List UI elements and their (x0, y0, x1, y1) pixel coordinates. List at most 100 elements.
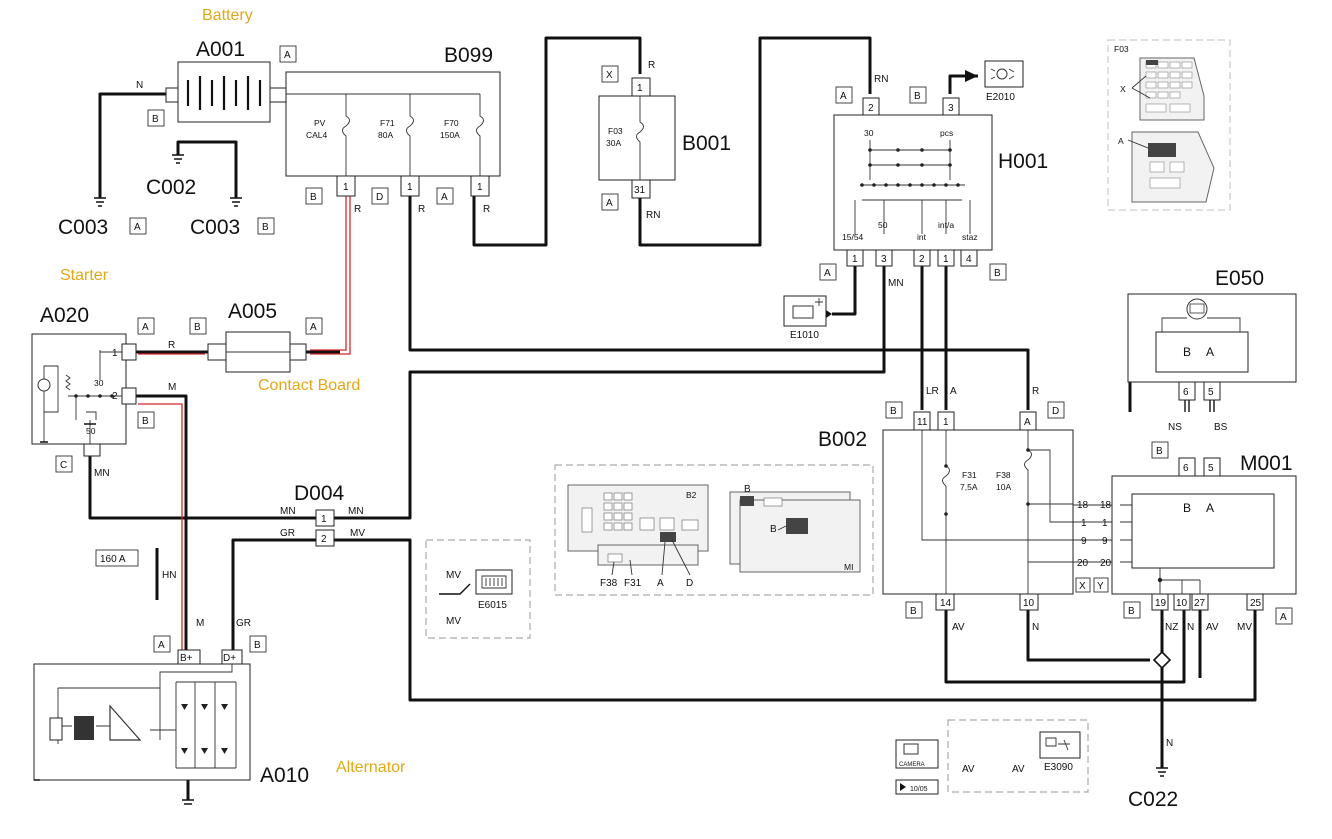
ground-icons (34, 154, 1168, 805)
pin: 1 (943, 417, 949, 428)
label-a005: A005 (228, 300, 277, 323)
pin: 9 (1081, 536, 1087, 547)
tag: B (914, 91, 921, 102)
pin: 20 (1100, 558, 1112, 569)
pin: 1 (477, 182, 483, 193)
pin: 30 (94, 378, 104, 388)
battery-a001 (165, 61, 287, 123)
label-e1010: E1010 (790, 330, 819, 341)
wire-code: N (136, 80, 143, 91)
tag: B (152, 114, 159, 125)
wire-code: AV (1206, 622, 1219, 633)
pin: 2 (321, 534, 327, 545)
inset-b2: B2 (686, 490, 697, 500)
camera-icon (895, 739, 939, 795)
pin: 18 (1100, 500, 1112, 511)
pin: 20 (1077, 558, 1089, 569)
pin: 50 (86, 426, 96, 436)
pin: 1 (852, 254, 858, 265)
tag: A (158, 640, 165, 651)
inset-f31: F31 (624, 578, 642, 589)
relay-t30: 30 (864, 128, 874, 138)
pin: B+ (180, 653, 193, 664)
pin: 1 (407, 182, 413, 193)
wire-code: R (1032, 386, 1039, 397)
pin: 14 (940, 598, 952, 609)
wire-code: NZ (1165, 622, 1178, 633)
inset-f38: F38 (600, 578, 618, 589)
wire-code: MV (1237, 622, 1252, 633)
fuse-f03: F03 (608, 126, 623, 136)
pin: 27 (1194, 598, 1206, 609)
fuse-f71: F71 (380, 118, 395, 128)
label-b099: B099 (444, 44, 493, 67)
pin: B (1183, 345, 1191, 359)
wire-code: HN (162, 570, 176, 581)
inset-a: A (657, 578, 664, 589)
relay-t1554: 15/54 (842, 232, 864, 242)
label-a020: A020 (40, 304, 89, 327)
tag: B (1128, 606, 1135, 617)
wire-code: M (196, 618, 204, 629)
pin: 2 (868, 103, 874, 114)
fuse-f71-amp: 80A (378, 130, 393, 140)
tag: B (910, 606, 917, 617)
fuse-f70: F70 (444, 118, 459, 128)
tag: B (142, 416, 149, 427)
wire-code: R (168, 340, 175, 351)
relay-int: int (917, 232, 927, 242)
label-b002: B002 (818, 428, 867, 451)
pin: 11 (917, 417, 928, 428)
wire-code: BS (1214, 422, 1228, 433)
fuse-f38-amp: 10A (996, 482, 1011, 492)
wire-code: R (648, 60, 655, 71)
annotation-battery: Battery (202, 7, 253, 24)
pin: 4 (966, 254, 972, 265)
tag: A (824, 268, 831, 279)
inset-texts: B2 MI F38 F31 A D B B F03 X A CAMERA 10/… (600, 44, 1129, 793)
label-e050: E050 (1215, 267, 1264, 290)
fuse-box-b002 (882, 411, 1112, 611)
tag: A (310, 322, 317, 333)
wire-code: AV (1012, 764, 1025, 775)
pin: 1 (1102, 518, 1108, 529)
wire-code: GR (236, 618, 251, 629)
label-a010: A010 (260, 764, 309, 787)
label-c022: C022 (1128, 788, 1178, 811)
pin: 2 (112, 391, 118, 402)
wire-code: MN (348, 506, 364, 517)
label-e6015: E6015 (478, 600, 507, 611)
tag: A (441, 192, 448, 203)
inset-d: D (686, 578, 693, 589)
amp-rating-tag: 160 A (95, 549, 139, 567)
label-b001: B001 (682, 132, 731, 155)
pin: 1 (637, 83, 643, 94)
relay-pcs: pcs (940, 128, 953, 138)
wire-code: MV (446, 570, 461, 581)
loc-f03: F03 (1114, 44, 1129, 54)
tag: C (60, 460, 67, 471)
pin: 10 (1023, 598, 1035, 609)
connector-tags: A B A B B D A X A A B A B A B A B C B D … (55, 45, 1293, 653)
inset-b: B (744, 484, 751, 495)
pin: 25 (1250, 598, 1262, 609)
tag: A (1280, 612, 1287, 623)
fuse-f70-amp: 150A (440, 130, 460, 140)
relay-t50: 50 (878, 220, 888, 230)
pin: 6 (1183, 463, 1189, 474)
label-m001: M001 (1240, 452, 1293, 475)
wire-code: RN (646, 210, 660, 221)
power-wires-red (138, 196, 351, 650)
pin: 5 (1208, 387, 1214, 398)
tag: A (142, 322, 149, 333)
relay-staz: staz (962, 232, 978, 242)
wire-code: NS (1168, 422, 1182, 433)
pin: A (1206, 345, 1214, 359)
relay-h001 (833, 97, 993, 267)
pin: 6 (1183, 387, 1189, 398)
wire-code: N (1187, 622, 1194, 633)
label-c003a: C003 (58, 216, 108, 239)
wire-code: AV (952, 622, 965, 633)
tag: D (1052, 406, 1059, 417)
